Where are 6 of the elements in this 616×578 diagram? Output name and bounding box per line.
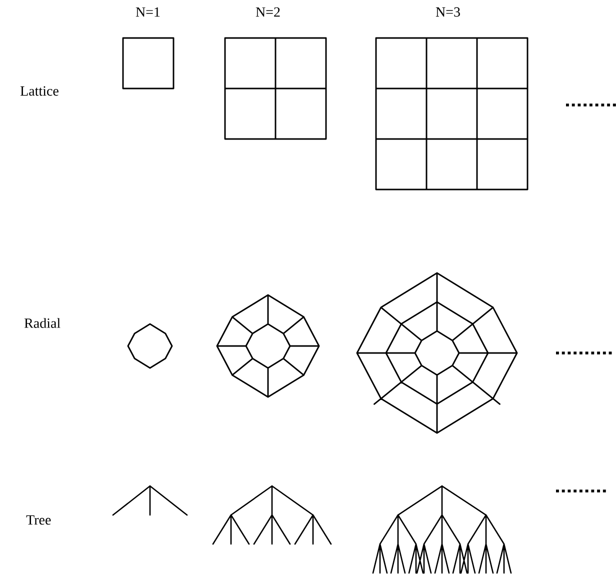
column-heading: N=3 [436, 7, 460, 17]
row-label: Lattice [20, 86, 58, 96]
row-label: Tree [26, 515, 51, 525]
column-heading: N=2 [256, 7, 280, 17]
column-heading: N=1 [136, 7, 160, 17]
row-label: Radial [24, 318, 60, 328]
